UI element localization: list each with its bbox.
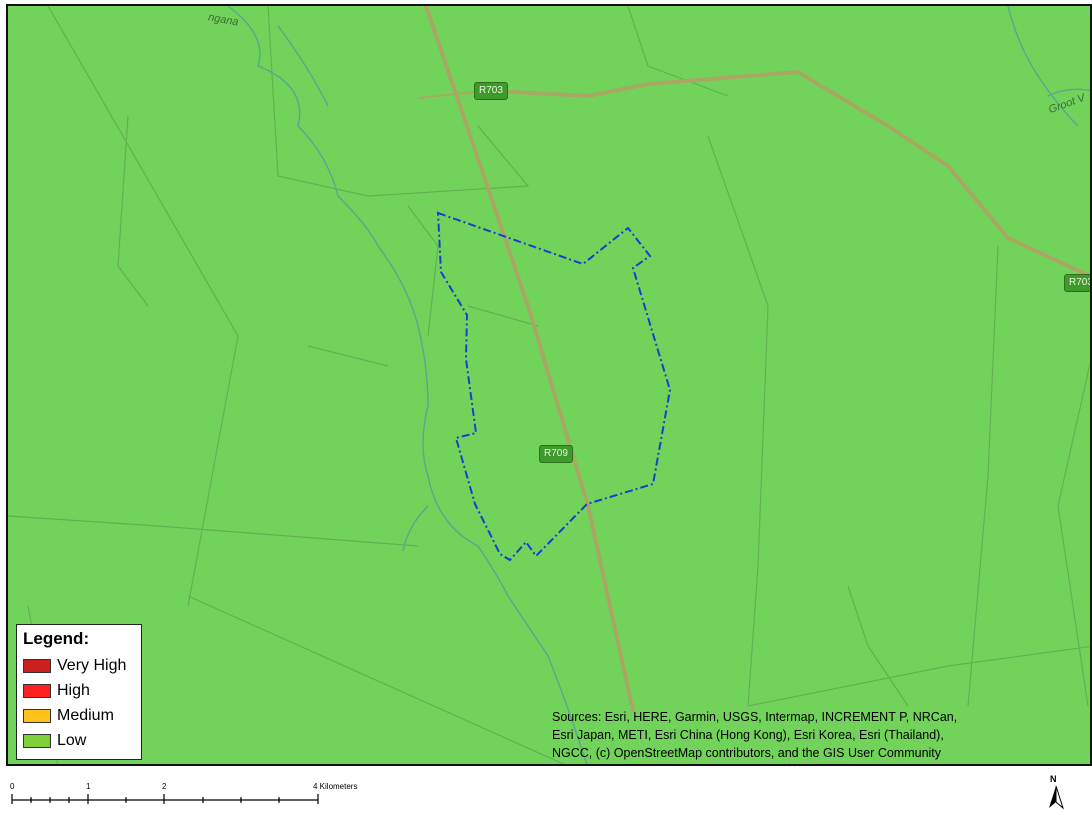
road-shield-r709: R709	[539, 445, 573, 463]
legend-label: Very High	[57, 656, 127, 674]
stream	[402, 505, 429, 552]
north-letter: N	[1050, 774, 1057, 784]
cadastral-line	[467, 305, 539, 327]
road-r709	[424, 6, 635, 713]
cadastral-line	[117, 115, 149, 307]
cadastral-line	[187, 595, 565, 764]
cadastral-line	[847, 585, 909, 707]
map-canvas[interactable]	[8, 6, 1092, 766]
cadastral-lines	[8, 6, 1090, 764]
cadastral-line	[967, 245, 999, 707]
legend-item-low: Low	[23, 728, 135, 753]
stream	[227, 6, 588, 764]
attribution-line: Esri Japan, METI, Esri China (Hong Kong)…	[552, 728, 944, 742]
stream	[1047, 88, 1090, 97]
map-attribution: Sources: Esri, HERE, Garmin, USGS, Inter…	[552, 708, 1082, 762]
cadastral-line	[47, 6, 239, 607]
road-minor	[417, 91, 475, 99]
legend-swatch	[23, 658, 51, 673]
legend: Legend: Very High High Medium Low	[16, 624, 142, 760]
road-shield-r703-east: R703	[1064, 274, 1090, 292]
legend-label: Low	[57, 731, 87, 749]
cadastral-line	[407, 205, 439, 337]
legend-title: Legend:	[23, 629, 90, 648]
roads	[417, 6, 1090, 713]
cadastral-line	[707, 135, 769, 707]
north-arrow: N	[1046, 774, 1066, 810]
scale-label-1: 1	[86, 782, 91, 791]
scale-label-4: 4 Kilometers	[313, 782, 358, 791]
north-arrow-icon	[1049, 785, 1065, 810]
road-r703	[476, 69, 1090, 279]
cadastral-line	[267, 6, 369, 197]
legend-item-medium: Medium	[23, 703, 135, 728]
legend-label: High	[57, 681, 90, 699]
legend-swatch	[23, 708, 51, 723]
map-background	[8, 6, 1090, 764]
scale-bar: 0 1 2 4 Kilometers	[0, 770, 420, 810]
legend-item-very-high: Very High	[23, 653, 135, 678]
map-frame[interactable]: R703 R703 R709 ngana Groot V Legend: Ver…	[6, 4, 1092, 766]
cadastral-line	[307, 345, 389, 367]
legend-item-high: High	[23, 678, 135, 703]
cadastral-line	[8, 515, 419, 547]
scale-label-0: 0	[10, 782, 15, 791]
scale-label-2: 2	[162, 782, 167, 791]
legend-label: Medium	[57, 706, 114, 724]
attribution-line: NGCC, (c) OpenStreetMap contributors, an…	[552, 746, 942, 760]
road-shield-r703-north: R703	[474, 82, 508, 100]
attribution-line: Sources: Esri, HERE, Garmin, USGS, Inter…	[552, 710, 958, 724]
cadastral-line	[627, 6, 729, 97]
scale-bar-graphic	[11, 794, 319, 804]
legend-swatch	[23, 733, 51, 748]
streams	[227, 6, 1090, 764]
cadastral-line	[747, 645, 1090, 707]
cadastral-line	[367, 125, 530, 197]
stream	[1007, 6, 1079, 127]
site-boundary	[436, 211, 672, 562]
legend-swatch	[23, 683, 51, 698]
stream	[277, 25, 329, 107]
cadastral-line	[1057, 361, 1090, 707]
